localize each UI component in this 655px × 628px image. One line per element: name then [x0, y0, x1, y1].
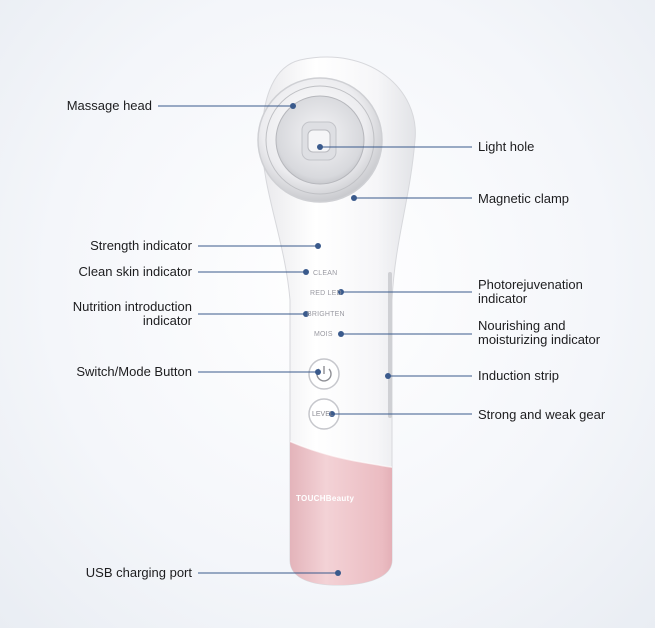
device-text-clean: CLEAN: [313, 270, 338, 277]
label-nutrition-line1: Nutrition introduction: [72, 299, 192, 314]
label-switch-mode-button: Switch/Mode Button: [76, 364, 192, 379]
label-strength-indicator: Strength indicator: [90, 238, 192, 253]
device-text-brighten: BRIGHTEN: [307, 311, 345, 318]
device-text-red-led: RED LED: [310, 290, 342, 297]
level-button-label: LEVEL: [312, 411, 334, 418]
label-nourish-line2: moisturizing indicator: [478, 332, 601, 347]
label-massage-head: Massage head: [66, 98, 152, 113]
leader-lines: [158, 103, 472, 576]
label-nutrition-line2: indicator: [142, 313, 192, 328]
brand-logo: TOUCHBeauty: [296, 494, 355, 503]
label-induction-strip: Induction strip: [478, 368, 559, 383]
label-usb-charging-port: USB charging port: [85, 565, 192, 580]
label-nourish-line1: Nourishing and: [478, 318, 566, 333]
label-clean-skin-indicator: Clean skin indicator: [78, 264, 192, 279]
power-button[interactable]: [308, 358, 340, 390]
label-photo-line1: Photorejuvenation: [478, 277, 583, 292]
label-photo-line2: indicator: [478, 291, 528, 306]
massage-head: [257, 77, 383, 203]
label-strong-weak-gear: Strong and weak gear: [478, 407, 606, 422]
induction-strip: [388, 272, 392, 418]
label-magnetic-clamp: Magnetic clamp: [478, 191, 570, 206]
device-text-mois: MOIS: [314, 331, 333, 338]
label-light-hole: Light hole: [478, 139, 535, 154]
